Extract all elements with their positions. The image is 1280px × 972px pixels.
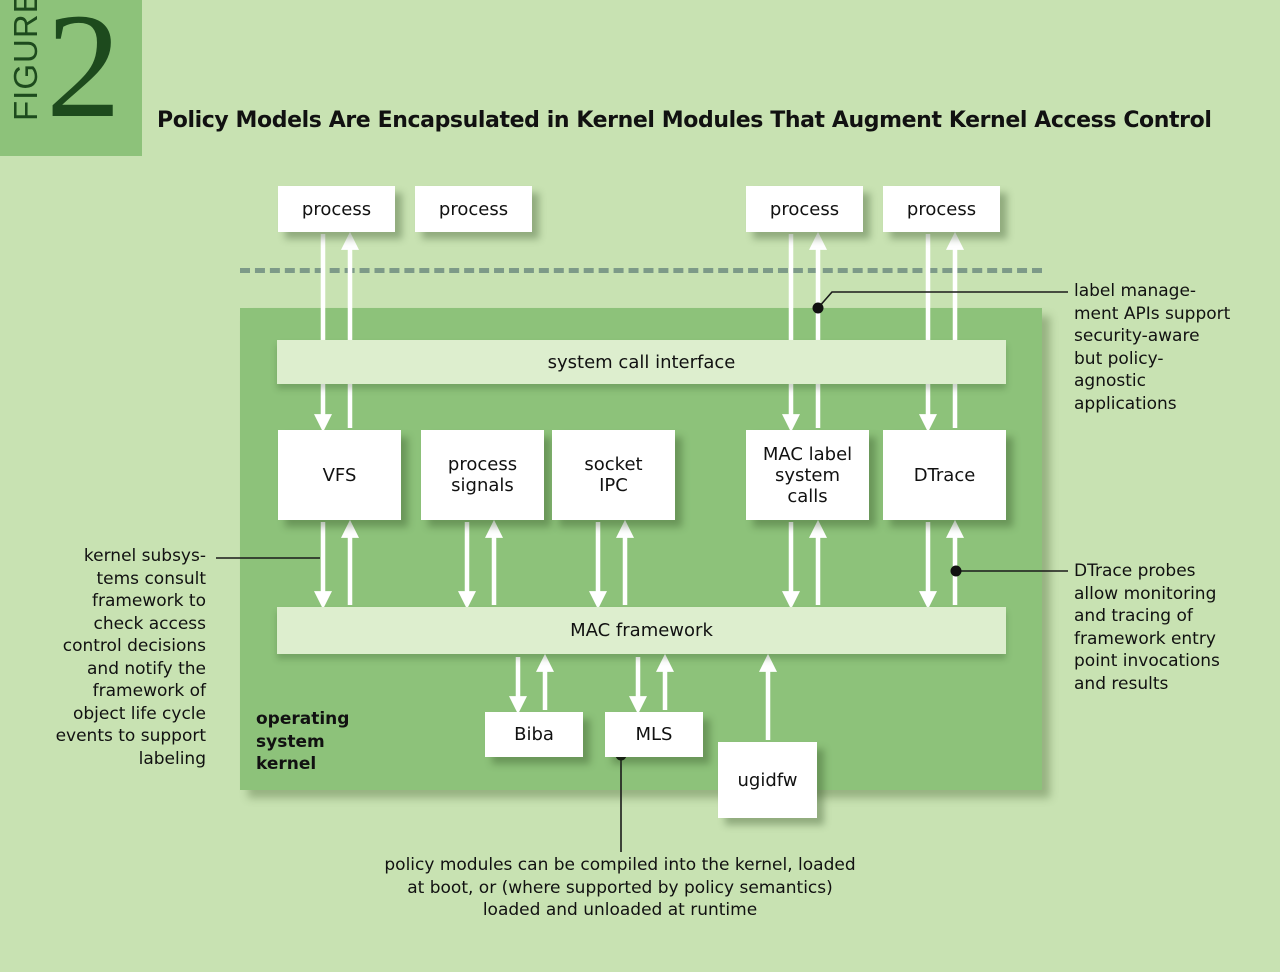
process-box-2: process <box>415 186 532 232</box>
operating-system-kernel-label: operating system kernel <box>256 709 350 774</box>
ugidfw-box: ugidfw <box>718 742 817 818</box>
vfs-box: VFS <box>278 430 401 520</box>
leader-label-management <box>817 291 1068 309</box>
mac-label-system-calls-box: MAC label system calls <box>746 430 869 520</box>
socket-ipc-box: socket IPC <box>552 430 675 520</box>
user-kernel-boundary-line <box>240 268 1042 273</box>
biba-box: Biba <box>485 712 583 757</box>
leader-dot-label-management <box>812 302 824 314</box>
mls-box: MLS <box>605 712 703 757</box>
mac-framework-bar: MAC framework <box>277 607 1006 654</box>
annotation-dtrace-probes: DTrace probes allow monitoring and traci… <box>1074 561 1220 694</box>
diagram-title: Policy Models Are Encapsulated in Kernel… <box>157 108 1212 133</box>
annotation-kernel-subsystems: kernel subsys- tems consult framework to… <box>55 546 206 769</box>
figure-number: 2 <box>46 0 121 149</box>
process-box-4: process <box>883 186 1000 232</box>
system-call-interface-bar: system call interface <box>277 340 1006 384</box>
process-box-1: process <box>278 186 395 232</box>
process-signals-box: process signals <box>421 430 544 520</box>
leader-dot-dtrace-probes <box>950 565 962 577</box>
annotation-policy-modules: policy modules can be compiled into the … <box>384 855 856 920</box>
dtrace-box: DTrace <box>883 430 1006 520</box>
process-box-3: process <box>746 186 863 232</box>
annotation-label-management: label manage- ment APIs support security… <box>1074 281 1231 414</box>
figure-badge: FIGURE 2 <box>0 0 142 156</box>
